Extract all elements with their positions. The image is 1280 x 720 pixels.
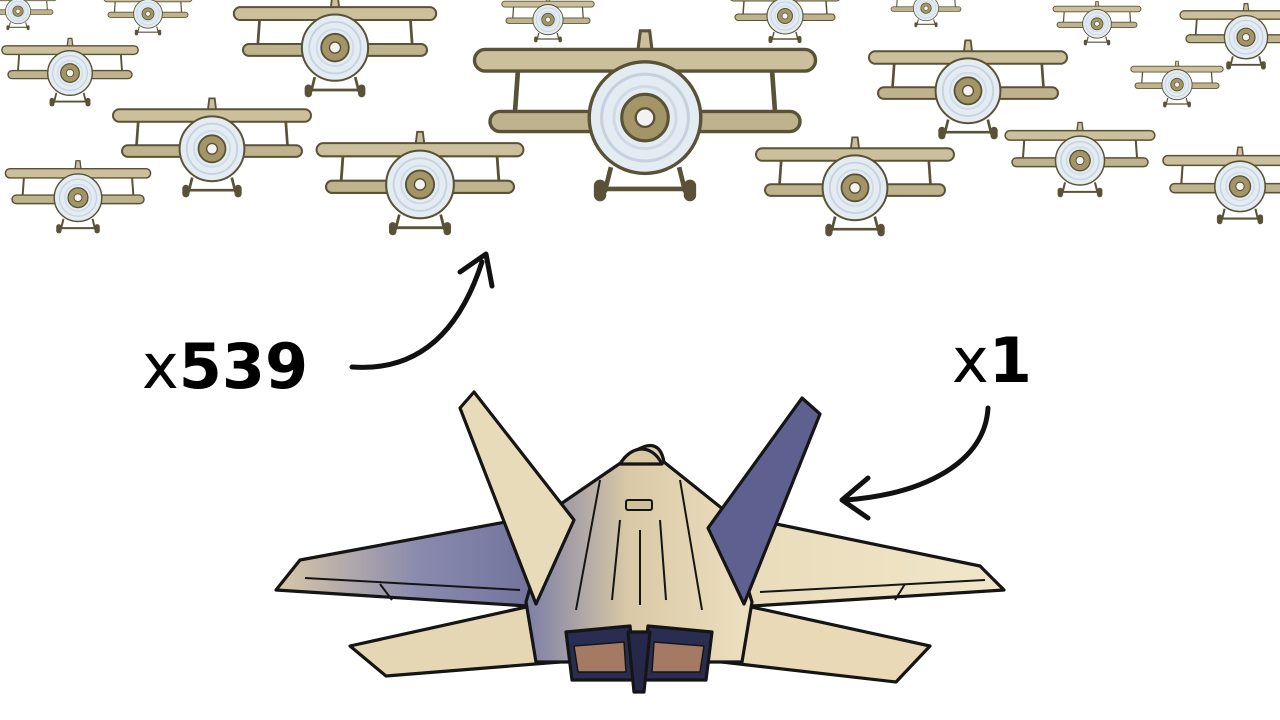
biplane-count-value: 539 xyxy=(178,330,309,403)
biplane-icon xyxy=(0,37,140,108)
biplane-icon xyxy=(754,136,956,238)
biplane-icon xyxy=(1161,146,1280,226)
biplane-icon xyxy=(867,39,1069,141)
biplane-count-prefix: x xyxy=(142,330,179,403)
curved-arrow-icon xyxy=(349,251,495,370)
biplane-icon xyxy=(4,159,152,235)
lead-biplane-icon xyxy=(475,31,816,202)
jet-count-label: x1 xyxy=(952,330,1032,392)
jet-count-prefix: x xyxy=(952,324,989,397)
jet-count-value: 1 xyxy=(988,324,1032,397)
biplane-squadron xyxy=(0,0,1280,238)
biplane-icon xyxy=(111,97,313,199)
biplane-icon xyxy=(1052,0,1142,46)
biplane-icon xyxy=(1130,60,1224,108)
curved-arrow-icon xyxy=(839,405,991,521)
fighter-jet-icon xyxy=(274,390,1006,694)
biplane-icon xyxy=(1179,2,1280,71)
biplane-icon xyxy=(315,130,525,237)
biplane-icon xyxy=(0,0,58,31)
biplane-icon xyxy=(886,0,966,28)
biplane-icon xyxy=(501,0,595,43)
biplane-icon xyxy=(729,0,841,44)
biplane-count-label: x539 xyxy=(142,336,308,398)
biplane-icon xyxy=(103,0,193,36)
biplane-icon xyxy=(1004,121,1156,199)
biplane-icon xyxy=(232,0,438,99)
